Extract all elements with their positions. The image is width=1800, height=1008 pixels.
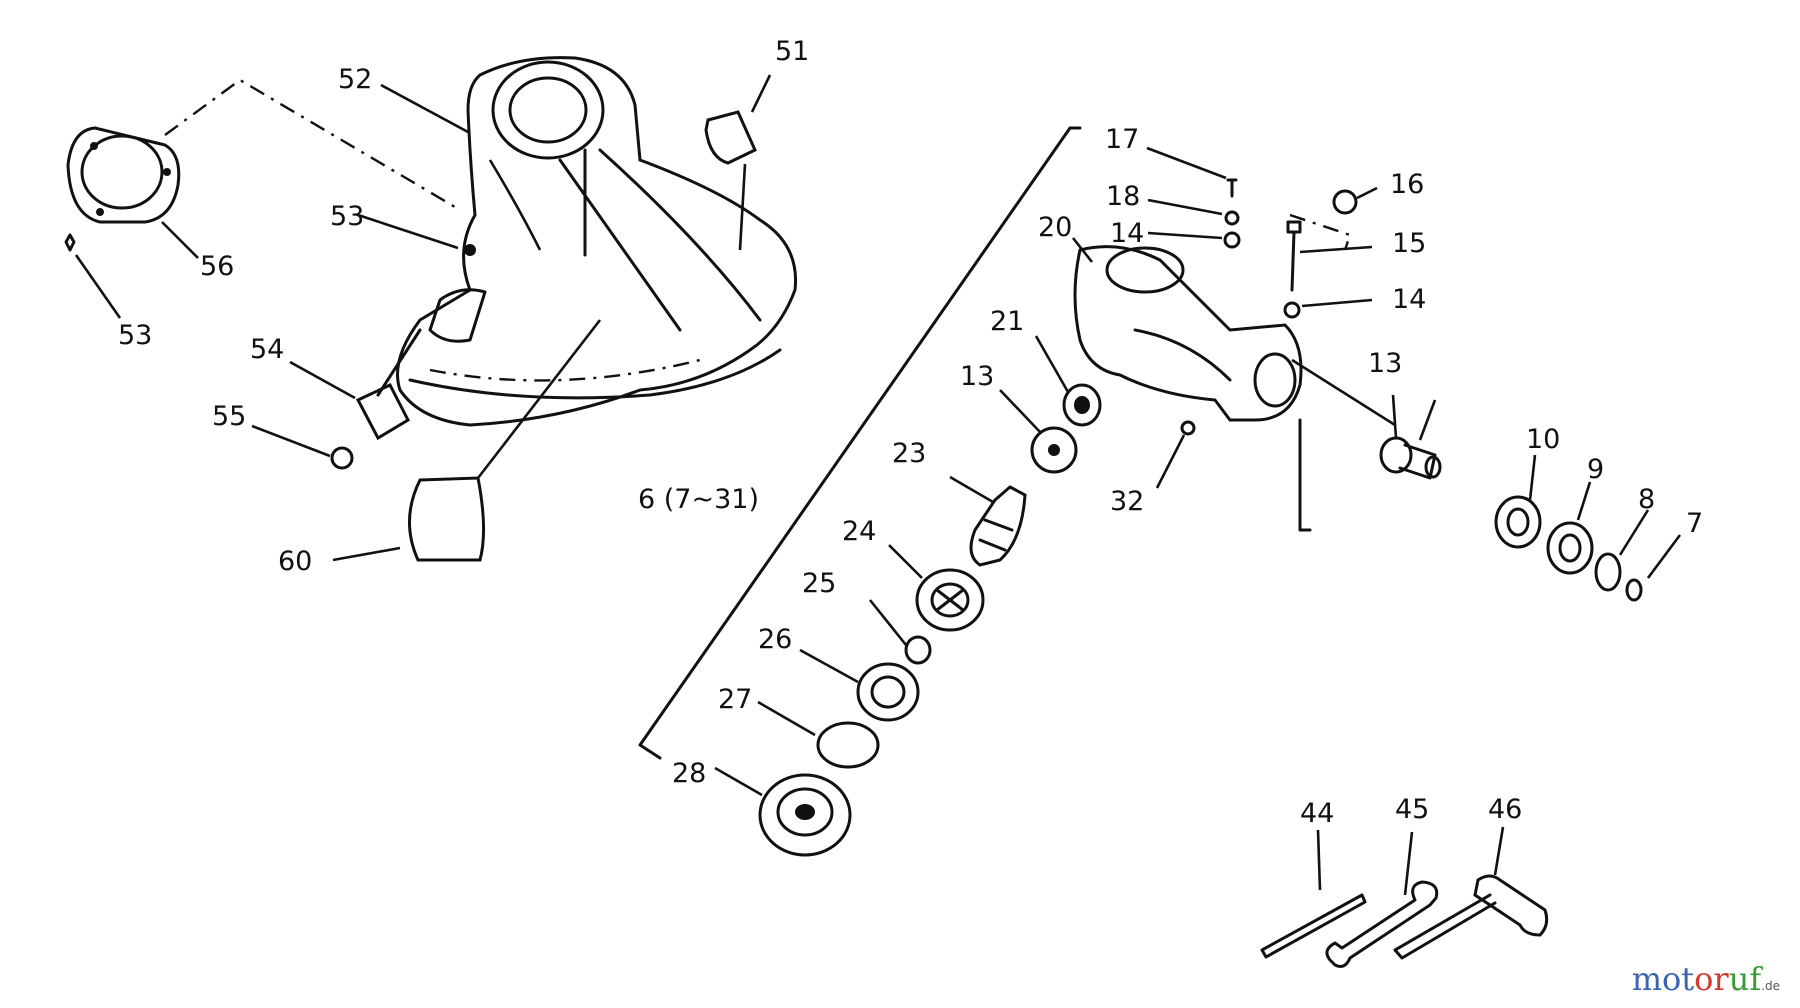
alignment-line-52-56 bbox=[164, 78, 461, 212]
washer-32 bbox=[1180, 420, 1196, 436]
callout-54: 54 bbox=[250, 334, 284, 365]
ring-7 bbox=[1625, 578, 1643, 602]
callout-45: 45 bbox=[1395, 794, 1429, 825]
callout-14: 14 bbox=[1110, 218, 1144, 249]
callout-25: 25 bbox=[802, 568, 836, 599]
callout-17: 17 bbox=[1105, 124, 1139, 155]
guard-shield-52 bbox=[396, 56, 798, 427]
callout-18: 18 bbox=[1106, 181, 1140, 212]
callout-9: 9 bbox=[1587, 454, 1604, 485]
callout-32: 32 bbox=[1110, 486, 1144, 517]
bearing-9 bbox=[1546, 521, 1594, 575]
screw-53-left bbox=[64, 233, 76, 252]
shaft-13-right bbox=[1379, 436, 1442, 480]
bolt-15 bbox=[1286, 220, 1302, 292]
spark-plug-wrench-46 bbox=[1393, 874, 1549, 960]
watermark-part-2: or bbox=[1694, 960, 1729, 998]
bearing-21 bbox=[1062, 383, 1102, 427]
callout-14: 14 bbox=[1392, 284, 1426, 315]
holder-28 bbox=[758, 773, 852, 857]
callout-7: 7 bbox=[1686, 508, 1703, 539]
seal-10 bbox=[1494, 495, 1542, 549]
wrench-45 bbox=[1325, 880, 1439, 968]
pin-17 bbox=[1226, 178, 1238, 198]
callout-24: 24 bbox=[842, 516, 876, 547]
callout-26: 26 bbox=[758, 624, 792, 655]
washer-14-upper bbox=[1223, 231, 1241, 249]
pad-51 bbox=[704, 110, 757, 165]
ring-8 bbox=[1594, 552, 1622, 592]
callout-55: 55 bbox=[212, 401, 246, 432]
callout-10: 10 bbox=[1526, 424, 1560, 455]
gasket-plate-56 bbox=[66, 126, 181, 224]
callout-60: 60 bbox=[278, 546, 312, 577]
callout-13: 13 bbox=[960, 361, 994, 392]
gearcase-20 bbox=[1073, 245, 1303, 422]
shaft-23 bbox=[969, 485, 1027, 567]
oring-27 bbox=[816, 721, 880, 769]
callout-6: 6 (7~31) bbox=[638, 484, 759, 515]
rod-44 bbox=[1260, 893, 1367, 959]
callout-labels: 52 51 53 53 56 54 55 60 6 (7~31) 17 18 2… bbox=[118, 36, 1703, 829]
callout-20: 20 bbox=[1038, 212, 1072, 243]
washer-18 bbox=[1224, 210, 1240, 226]
ring-25 bbox=[904, 635, 932, 665]
washer-13-left bbox=[1030, 426, 1078, 474]
gear-24 bbox=[915, 568, 985, 632]
callout-51: 51 bbox=[775, 36, 809, 67]
callout-27: 27 bbox=[718, 684, 752, 715]
callout-15: 15 bbox=[1392, 228, 1426, 259]
callout-21: 21 bbox=[990, 306, 1024, 337]
cap-16 bbox=[1332, 189, 1358, 215]
bearing-26 bbox=[856, 662, 920, 722]
pad-60 bbox=[408, 476, 486, 562]
callout-13: 13 bbox=[1368, 348, 1402, 379]
drive-shaft-line bbox=[1298, 418, 1312, 532]
watermark-part-3: uf bbox=[1728, 960, 1762, 998]
watermark-suffix: .de bbox=[1761, 979, 1780, 993]
washer-14-lower bbox=[1283, 301, 1301, 319]
callout-16: 16 bbox=[1390, 169, 1424, 200]
callout-52: 52 bbox=[338, 64, 372, 95]
screw-53-right bbox=[464, 244, 476, 256]
callout-28: 28 bbox=[672, 758, 706, 789]
callout-23: 23 bbox=[892, 438, 926, 469]
nut-55 bbox=[330, 446, 354, 470]
callout-44: 44 bbox=[1300, 798, 1334, 829]
watermark-part-1: mot bbox=[1631, 960, 1695, 998]
callout-53: 53 bbox=[330, 201, 364, 232]
leader-lines bbox=[74, 74, 1682, 896]
assembly-bracket-6 bbox=[638, 126, 1082, 760]
callout-56: 56 bbox=[200, 251, 234, 282]
callout-53: 53 bbox=[118, 320, 152, 351]
alignment-line-gearcase bbox=[1289, 213, 1352, 251]
callout-46: 46 bbox=[1488, 794, 1522, 825]
watermark-logo: motoruf.de bbox=[1632, 960, 1780, 998]
callout-8: 8 bbox=[1638, 484, 1655, 515]
clip-54 bbox=[355, 328, 422, 441]
